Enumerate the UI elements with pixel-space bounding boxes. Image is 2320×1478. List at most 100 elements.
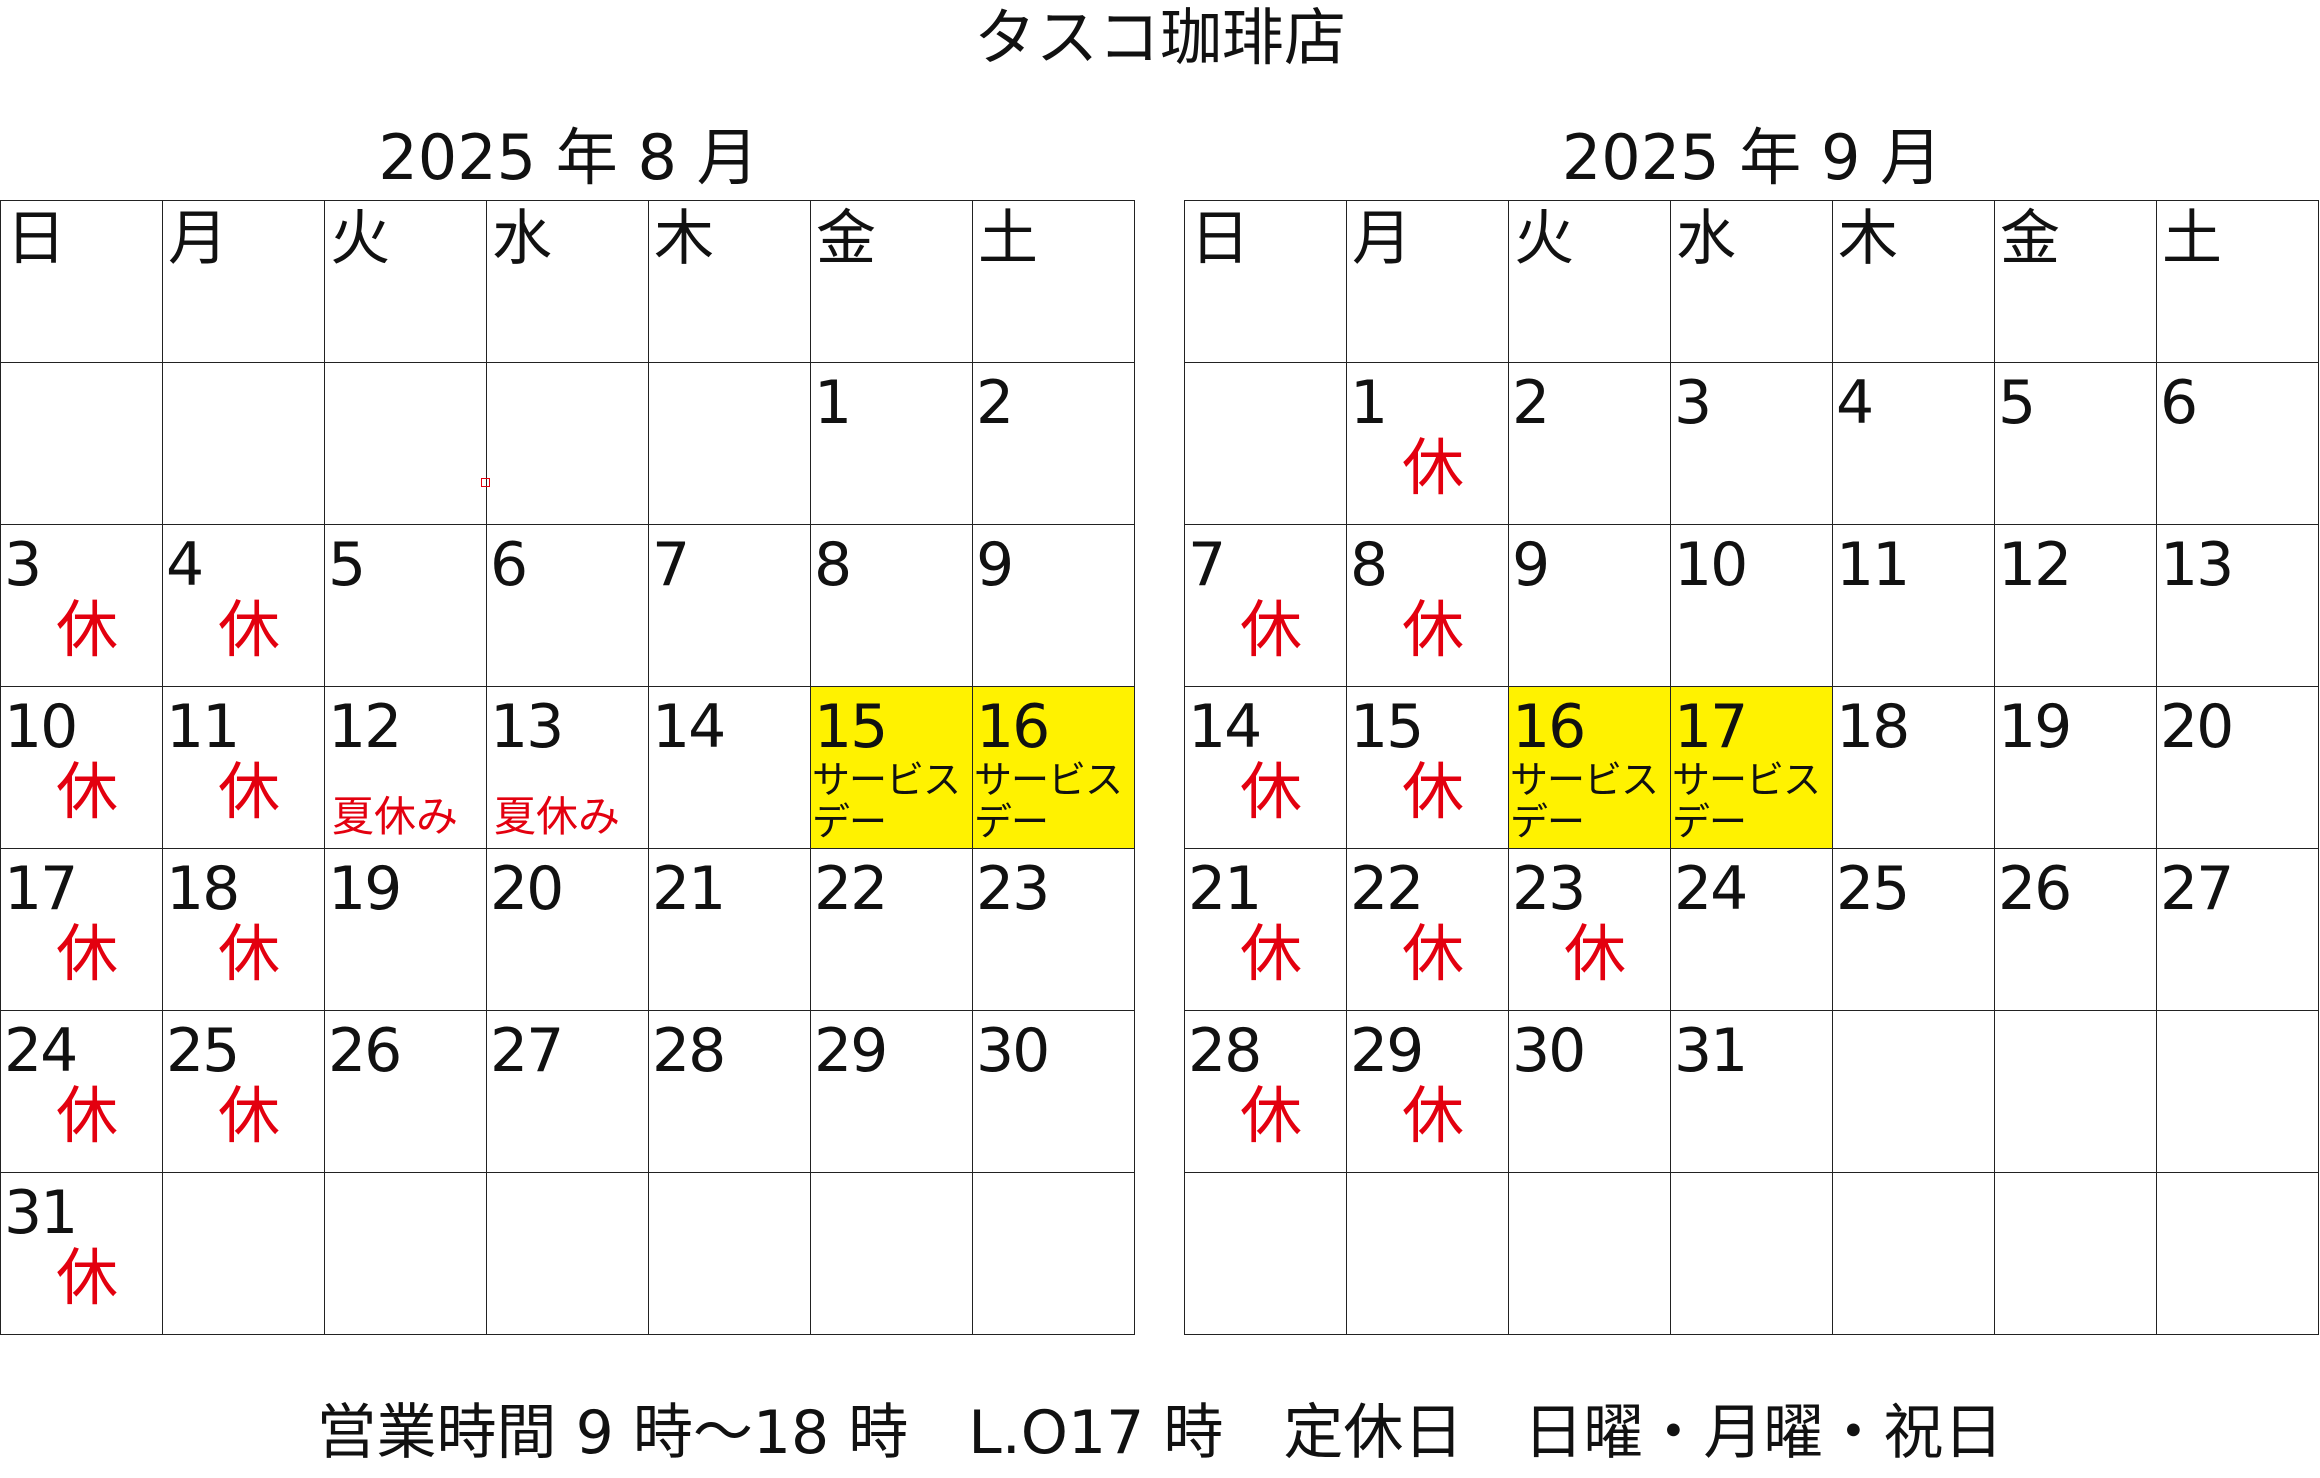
day-number: 28	[1188, 1016, 1262, 1086]
day-cell: 30	[973, 1011, 1135, 1173]
day-number: 4	[1836, 368, 1874, 438]
day-number: 22	[1350, 854, 1424, 924]
empty-day-cell	[325, 1173, 487, 1335]
day-cell: 28	[649, 1011, 811, 1173]
empty-day-cell	[487, 1173, 649, 1335]
empty-day-cell	[811, 1173, 973, 1335]
weekday-header-cell: 火	[1509, 201, 1671, 363]
day-number: 17	[4, 854, 78, 924]
day-cell: 19	[1995, 687, 2157, 849]
weekday-label: 木	[1838, 204, 1898, 274]
empty-day-cell	[649, 363, 811, 525]
day-cell: 11	[1833, 525, 1995, 687]
weekday-label: 火	[330, 204, 390, 274]
day-number: 16	[1512, 692, 1586, 762]
service-day-label: サービスデー	[1672, 758, 1821, 844]
day-cell: 25	[1833, 849, 1995, 1011]
empty-day-cell	[163, 1173, 325, 1335]
day-number: 26	[328, 1016, 402, 1086]
empty-day-cell	[2157, 1011, 2319, 1173]
day-number: 31	[1674, 1016, 1748, 1086]
day-number: 13	[2160, 530, 2234, 600]
weekday-header-cell: 日	[1, 201, 163, 363]
weekday-label: 木	[654, 204, 714, 274]
weekday-header-cell: 月	[163, 201, 325, 363]
day-cell: 5	[325, 525, 487, 687]
day-number: 12	[328, 692, 402, 762]
day-cell: 19	[325, 849, 487, 1011]
empty-day-cell	[163, 363, 325, 525]
day-number: 25	[1836, 854, 1910, 924]
empty-day-cell	[1995, 1173, 2157, 1335]
day-cell: 1	[811, 363, 973, 525]
weekday-header-cell: 月	[1347, 201, 1509, 363]
store-title: タスコ珈琲店	[973, 1, 1346, 74]
empty-day-cell	[1995, 1011, 2157, 1173]
day-cell: 21	[649, 849, 811, 1011]
closed-day-label: 休	[1402, 1079, 1465, 1152]
weekday-label: 火	[1514, 204, 1574, 274]
closed-day-label: 休	[56, 755, 119, 828]
closed-day-label: 休	[1240, 755, 1303, 828]
day-number: 9	[1512, 530, 1550, 600]
day-number: 4	[166, 530, 204, 600]
day-number: 1	[1350, 368, 1388, 438]
day-number: 20	[2160, 692, 2234, 762]
weekday-header-cell: 水	[487, 201, 649, 363]
summer-holiday-label: 夏休み	[332, 792, 459, 841]
day-number: 17	[1674, 692, 1748, 762]
weekday-label: 水	[492, 204, 552, 274]
closed-day-label: 休	[56, 1241, 119, 1314]
day-cell: 12 夏休み	[325, 687, 487, 849]
weekday-header-cell: 土	[2157, 201, 2319, 363]
day-number: 23	[1512, 854, 1586, 924]
day-number: 11	[1836, 530, 1910, 600]
day-number: 14	[1188, 692, 1262, 762]
day-cell: 27	[487, 1011, 649, 1173]
month-title-august: 2025 年 8 月	[378, 121, 759, 194]
service-day-label: サービスデー	[812, 758, 961, 844]
day-cell: 9	[1509, 525, 1671, 687]
day-number: 9	[976, 530, 1014, 600]
empty-day-cell	[973, 1173, 1135, 1335]
day-number: 3	[4, 530, 42, 600]
weekday-label: 水	[1676, 204, 1736, 274]
day-cell: 14	[649, 687, 811, 849]
closed-day-label: 休	[1402, 431, 1465, 504]
empty-day-cell	[325, 363, 487, 525]
day-cell: 7	[649, 525, 811, 687]
day-number: 2	[976, 368, 1014, 438]
day-number: 19	[1998, 692, 2072, 762]
day-number: 18	[1836, 692, 1910, 762]
day-number: 14	[652, 692, 726, 762]
closed-day-label: 休	[1240, 593, 1303, 666]
weekday-label: 日	[1190, 204, 1250, 274]
day-number: 7	[1188, 530, 1226, 600]
weekday-header-cell: 日	[1185, 201, 1347, 363]
day-number: 16	[976, 692, 1050, 762]
day-number: 25	[166, 1016, 240, 1086]
day-cell: 20	[487, 849, 649, 1011]
weekday-label: 金	[816, 204, 876, 274]
empty-day-cell	[1185, 363, 1347, 525]
closed-day-label: 休	[218, 593, 281, 666]
weekday-label: 月	[1352, 204, 1412, 274]
weekday-label: 日	[6, 204, 66, 274]
day-number: 10	[4, 692, 78, 762]
day-cell: 29	[811, 1011, 973, 1173]
